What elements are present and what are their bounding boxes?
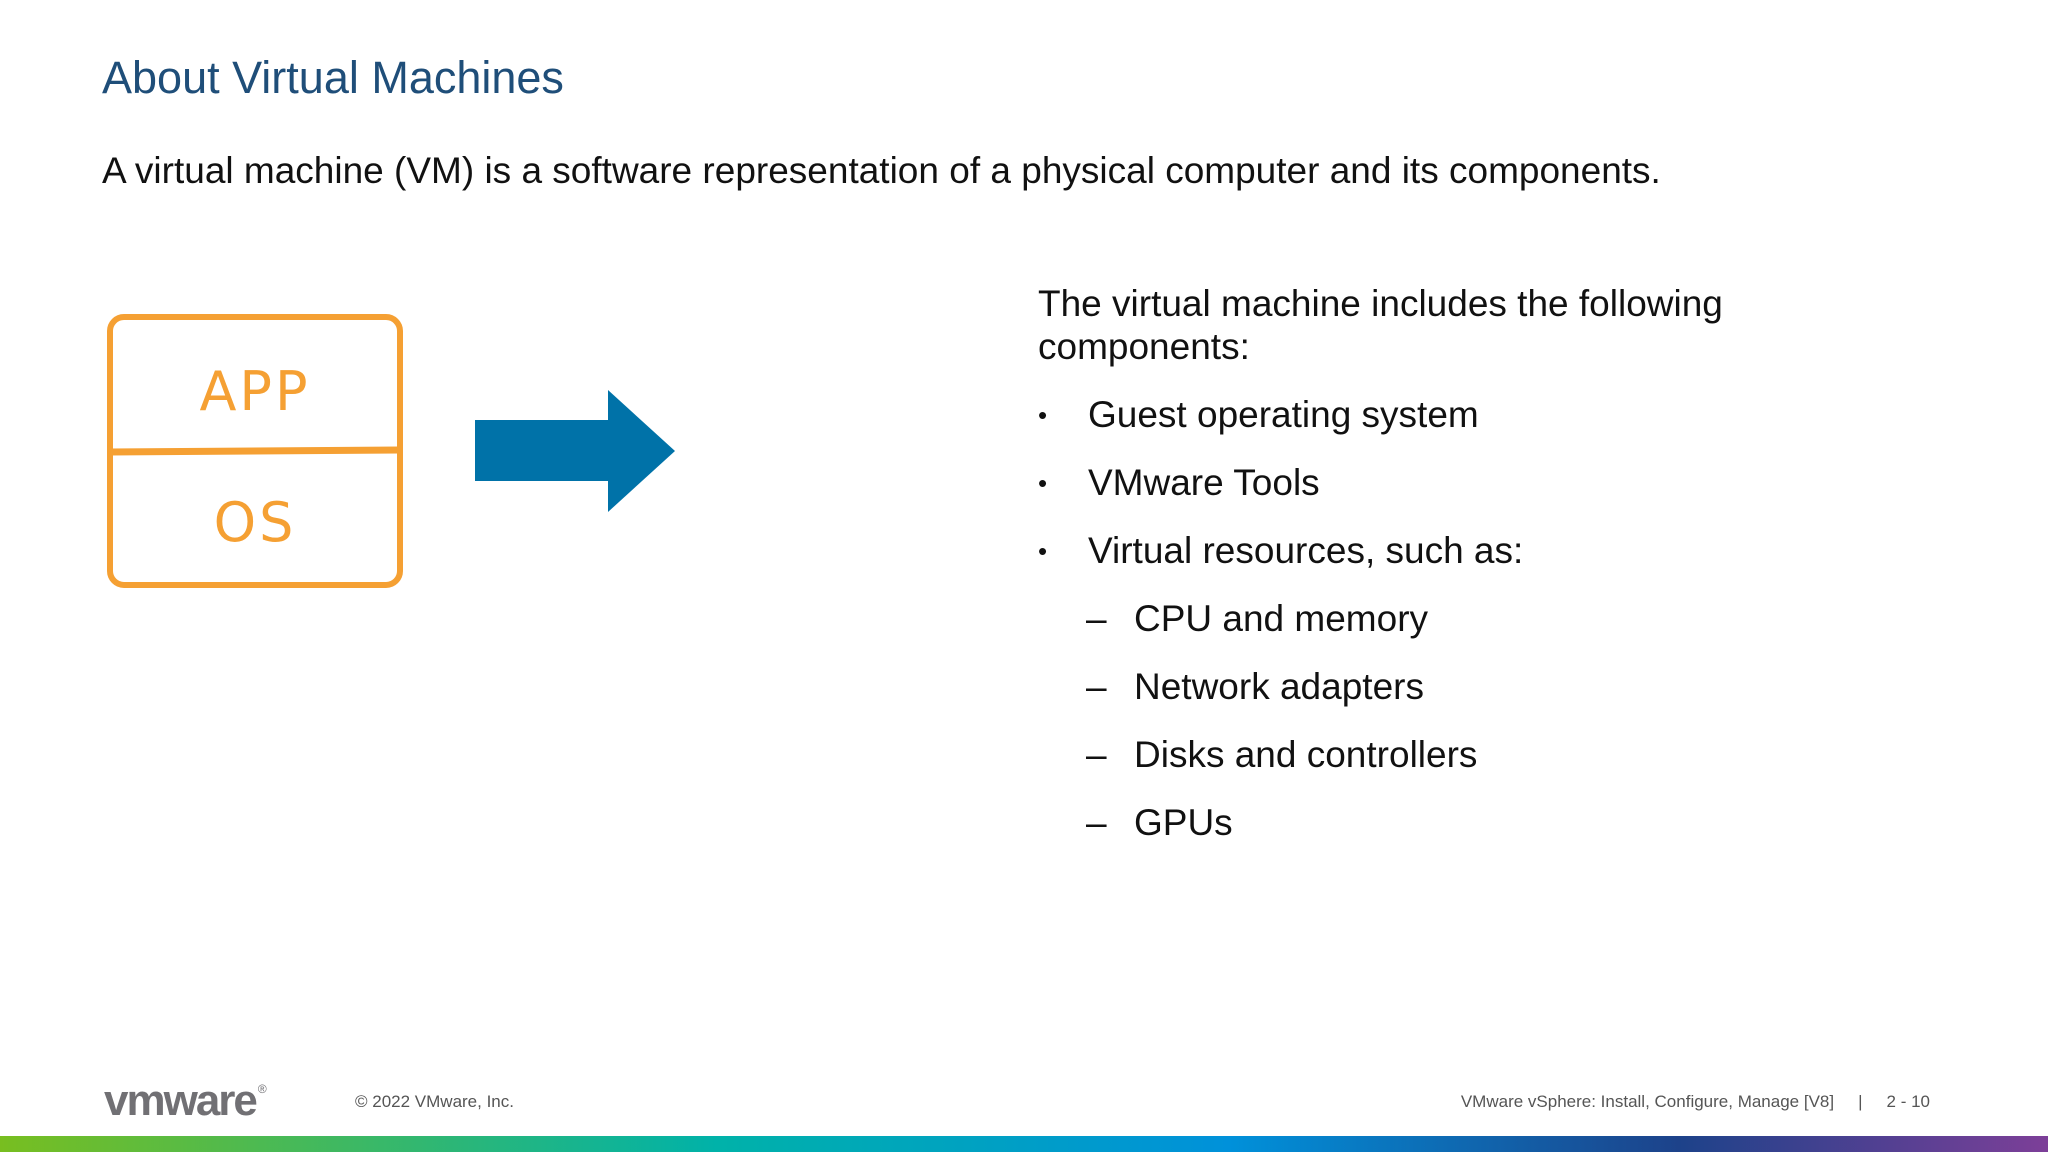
sub-item-text: GPUs [1134,802,1233,843]
components-panel: The virtual machine includes the followi… [1038,282,1938,866]
list-item: • VMware Tools [1038,458,1938,526]
logo-text: vmware [104,1076,258,1125]
sub-list-item: – GPUs [1038,798,1938,866]
dash-marker: – [1086,598,1107,639]
brand-gradient-bar [0,1136,2048,1152]
vm-diagram: APP OS [95,300,715,600]
registered-mark: ® [257,1082,267,1096]
dash-marker: – [1086,734,1107,775]
intro-text: A virtual machine (VM) is a software rep… [102,150,1661,191]
dash-marker: – [1086,666,1107,707]
course-title: VMware vSphere: Install, Configure, Mana… [1460,1092,1835,1111]
page-number: 2 - 10 [1886,1092,1930,1111]
sub-list-item: – Disks and controllers [1038,730,1938,798]
sub-list-item: – Network adapters [1038,662,1938,730]
sub-item-text: Disks and controllers [1134,734,1478,775]
bullet-text: Guest operating system [1088,394,1479,435]
vm-box-divider [109,446,401,456]
footer-separator: | [1858,1092,1863,1111]
course-info: VMware vSphere: Install, Configure, Mana… [1461,1092,1930,1112]
list-item: • Virtual resources, such as: [1038,526,1938,594]
bullet-text: VMware Tools [1088,462,1320,503]
components-list: • Guest operating system • VMware Tools … [1038,390,1938,866]
bullet-text: Virtual resources, such as: [1088,530,1524,571]
vm-diagram-graphic: APP OS [107,314,675,588]
slide-footer: vmware® © 2022 VMware, Inc. VMware vSphe… [0,1070,2048,1125]
bullet-marker: • [1038,400,1048,430]
sub-item-text: CPU and memory [1134,598,1429,639]
bullet-marker: • [1038,468,1048,498]
components-lead: The virtual machine includes the followi… [1038,283,1723,367]
list-item: • Guest operating system [1038,390,1938,458]
sub-list-item: – CPU and memory [1038,594,1938,662]
bullet-marker: • [1038,536,1048,566]
sub-item-text: Network adapters [1134,666,1424,707]
copyright-text: © 2022 VMware, Inc. [355,1092,514,1111]
vmware-logo: vmware® [104,1076,267,1126]
arrow-right-icon [475,390,675,512]
page-title: About Virtual Machines [102,52,564,103]
app-layer-label: APP [199,360,310,423]
os-layer-label: OS [214,491,297,554]
dash-marker: – [1086,802,1107,843]
